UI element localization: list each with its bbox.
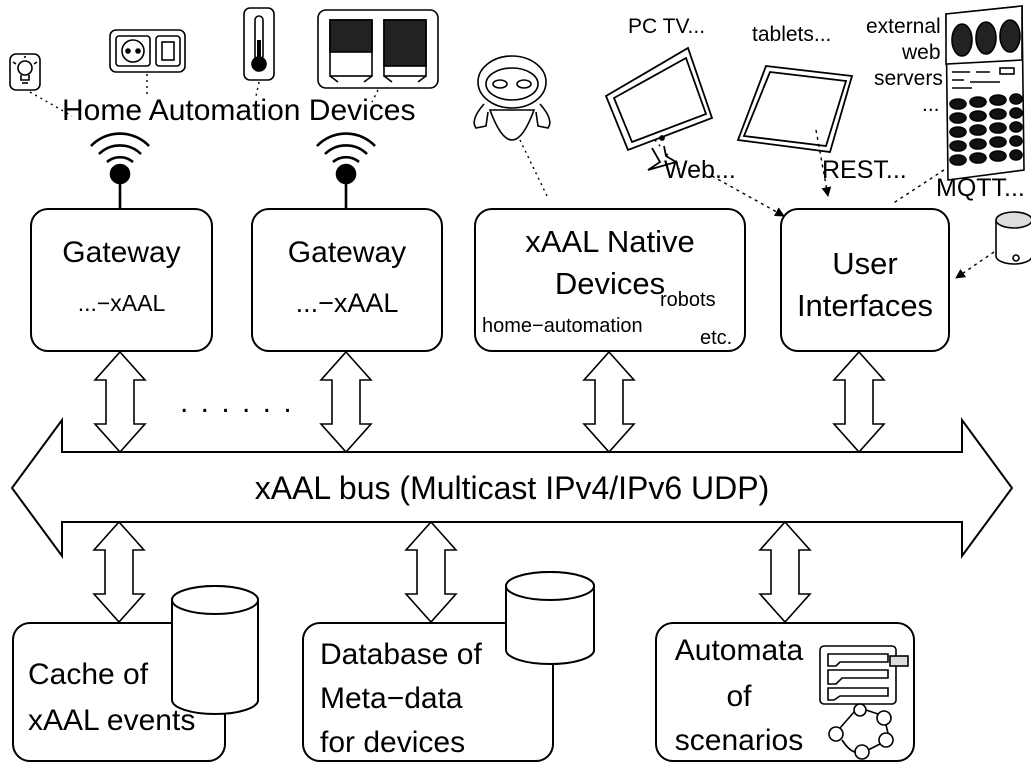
power-socket-icon — [109, 29, 186, 73]
gateway1-bus-double-arrow — [93, 350, 147, 454]
gateway1-antenna-icon — [90, 132, 150, 210]
automata-line1: Automata — [674, 634, 804, 667]
gateway-box-2 — [251, 208, 443, 352]
native-devices-line1: xAAL Native — [525, 224, 695, 259]
gateway-1-title: Gateway — [62, 236, 181, 269]
external-web-servers-label-3: servers — [874, 67, 943, 90]
ui-bus-double-arrow — [832, 350, 886, 454]
database-line2: Meta−data — [320, 682, 463, 715]
gateway2-antenna-icon — [316, 132, 376, 210]
rest-protocol-label: REST... — [822, 156, 907, 184]
native-devices-line2: Devices — [554, 266, 666, 301]
user-interfaces-line2: Interfaces — [796, 288, 934, 323]
tablet-icon — [736, 65, 854, 153]
external-web-servers-label-1: external — [866, 15, 941, 38]
automata-line3: scenarios — [674, 724, 804, 757]
database-line1: Database of — [320, 638, 482, 671]
iot-sensor-icon — [995, 211, 1031, 265]
native-devices-etc: etc. — [700, 327, 733, 349]
web-protocol-label: Web... — [664, 156, 736, 184]
tablets-label: tablets... — [752, 23, 832, 46]
xaal-bus-arrow — [10, 416, 1014, 560]
more-gateways-ellipsis: . . . . . . — [180, 386, 294, 419]
native-bus-double-arrow — [582, 350, 636, 454]
external-web-servers-label-4: ... — [922, 93, 940, 116]
lightbulb-icon — [9, 53, 41, 91]
user-interfaces-line1: User — [832, 246, 898, 281]
external-web-servers-label-2: web — [902, 41, 941, 64]
home-automation-devices-label: Home Automation Devices — [62, 94, 416, 127]
gateway-2-subtitle: ...−xAAL — [295, 288, 399, 318]
native-devices-robots: robots — [660, 289, 716, 311]
gateway-2-title: Gateway — [287, 236, 407, 269]
robot-icon — [473, 55, 551, 141]
database-line3: for devices — [320, 726, 466, 759]
user-interfaces-box — [780, 208, 950, 352]
automata-line2: of — [726, 680, 752, 713]
cache-line1: Cache of — [28, 658, 149, 691]
mqtt-protocol-label: MQTT... — [936, 174, 1025, 202]
automata-icon-overlay — [819, 645, 909, 760]
server-rack-icon — [945, 5, 1025, 181]
gateway-1-subtitle: ...−xAAL — [77, 290, 166, 316]
gateway2-bus-double-arrow — [319, 350, 373, 454]
pc-tv-icon — [604, 46, 714, 171]
window-shutters-icon — [317, 9, 439, 89]
gateway-box-1 — [30, 208, 213, 352]
xaal-bus-label: xAAL bus (Multicast IPv4/IPv6 UDP) — [254, 470, 770, 506]
cache-line2: xAAL events — [28, 704, 196, 737]
thermometer-icon — [243, 7, 275, 81]
pc-tv-label: PC TV... — [628, 15, 706, 38]
native-devices-box — [474, 208, 746, 352]
native-devices-home-automation: home−automation — [482, 315, 643, 337]
